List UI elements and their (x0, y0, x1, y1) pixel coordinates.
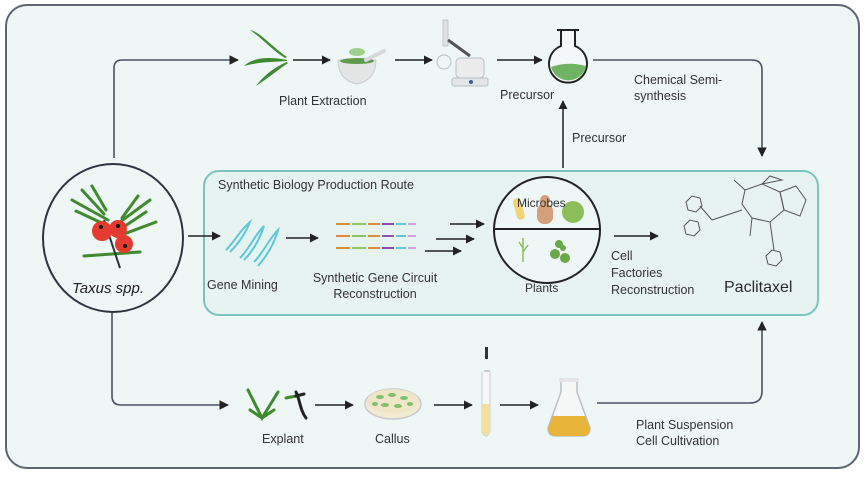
mortar-pestle-icon (337, 48, 386, 85)
cell-factory-circle (493, 176, 601, 284)
factory-icons (513, 195, 584, 263)
circuit-label-line1: Synthetic Gene Circuit (312, 271, 438, 285)
test-tube-icon (481, 347, 491, 437)
plant-leafy-icon (550, 240, 570, 263)
dna-helix-icon (225, 218, 281, 267)
taxus-label: Taxus spp. (72, 280, 144, 297)
connector-suspension-to-product (597, 321, 767, 404)
paclitaxel-structure-icon (683, 175, 807, 267)
precursor-up-label: Precursor (572, 131, 627, 145)
plant-extraction-label: Plant Extraction (279, 94, 367, 108)
cell-factories-label-line3: Reconstruction (611, 283, 695, 297)
explant-icon (246, 388, 308, 422)
algae-icon (562, 201, 584, 223)
plant-seedling-icon (518, 238, 529, 262)
semisynthesis-label-line1: Chemical Semi- (634, 73, 723, 87)
suspension-label-line1: Plant Suspension (636, 418, 734, 432)
cell-factories-label-line2: Factories (611, 266, 663, 280)
leaves-icon (244, 30, 288, 86)
taxus-branch-icon-overlay (70, 184, 158, 269)
paclitaxel-label: Paclitaxel (724, 279, 793, 296)
round-flask-icon (548, 29, 588, 84)
connector-top-route (113, 55, 239, 158)
gene-circuit-icon (336, 223, 416, 249)
connector-bottom-route (111, 312, 229, 410)
erlenmeyer-flask-icon (547, 378, 591, 437)
semisynthesis-label-line2: synthesis (634, 89, 687, 103)
microbes-label: Microbes (517, 196, 566, 210)
factory-divider (495, 228, 599, 230)
suspension-label-line2: Cell Cultivation (636, 434, 720, 448)
taxus-source-circle (42, 163, 184, 313)
cell-factories-label-line1: Cell (611, 249, 633, 263)
gene-mining-label: Gene Mining (207, 278, 278, 292)
yeast-icon (537, 195, 553, 224)
plants-label: Plants (525, 281, 559, 295)
bacteria-icon (513, 198, 525, 220)
petri-dish-icon (364, 388, 422, 420)
callus-label: Callus (375, 432, 410, 446)
circuit-label-line2: Reconstruction (333, 287, 417, 301)
connector-semisynthesis (593, 59, 767, 157)
synbio-title: Synthetic Biology Production Route (218, 178, 414, 192)
rotary-evaporator-icon (436, 19, 489, 87)
explant-label: Explant (262, 432, 304, 446)
precursor-flask-label: Precursor (500, 88, 555, 102)
